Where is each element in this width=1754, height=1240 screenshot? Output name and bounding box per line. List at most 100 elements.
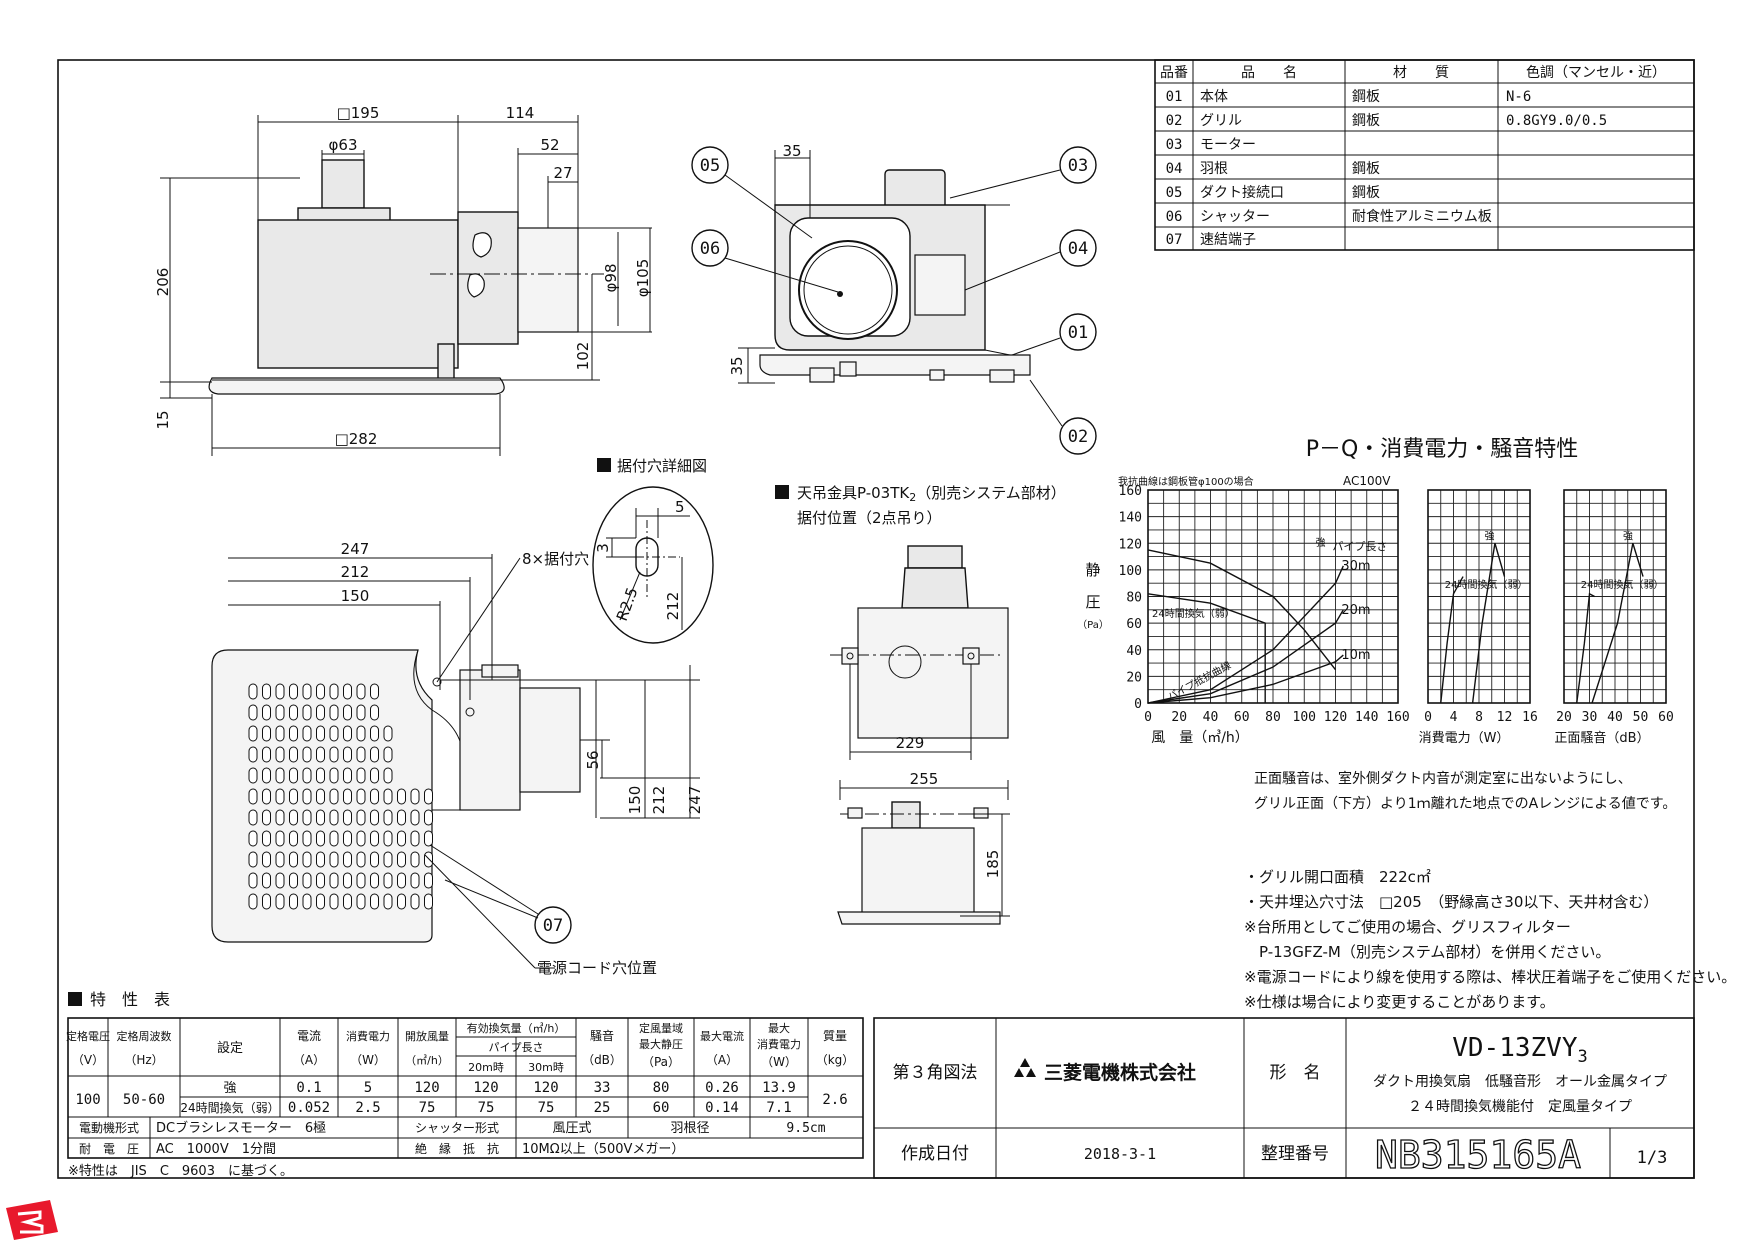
grille-slot xyxy=(248,851,258,868)
grille-slot xyxy=(343,704,352,721)
grille-slot xyxy=(275,788,285,805)
grille-slot xyxy=(383,767,393,784)
grille-slot xyxy=(275,704,285,721)
grille-slot xyxy=(329,872,339,889)
grille-slot xyxy=(262,746,271,763)
company-name: 三菱電機株式会社 xyxy=(1044,1061,1196,1084)
dim-height: 206 xyxy=(154,268,172,297)
parts-row-no: 01 xyxy=(1166,89,1183,105)
noise-note-line: 正面騒音は、室外側ダクト内音が測定室に出ないようにし、 xyxy=(1254,770,1632,787)
hdr-power-unit: （W） xyxy=(350,1053,386,1067)
hdr-pipe-len: パイプ長さ xyxy=(489,1041,544,1054)
grille-slot xyxy=(424,851,433,868)
grille-slot xyxy=(316,830,325,847)
grille-slot xyxy=(383,788,393,805)
cell-p30: 120 xyxy=(533,1080,558,1096)
hdr-max-current: 最大電流 xyxy=(700,1029,744,1043)
pipe-loss-label: パイプ抵抗曲線 xyxy=(1165,659,1233,703)
hdr-max-power: 最大 xyxy=(768,1021,790,1035)
pipe-length-label: パイプ長さ xyxy=(1332,540,1387,553)
parts-row-material: 鋼板 xyxy=(1352,89,1380,105)
dim-52: 52 xyxy=(540,136,559,154)
grille-slot xyxy=(329,893,339,910)
series-line xyxy=(1576,592,1595,704)
grille-slot xyxy=(424,893,433,910)
parts-row-name: モーター xyxy=(1200,137,1256,153)
chart-title: P－Q・消費電力・騒音特性 xyxy=(1306,437,1579,462)
hdr-max-power2: 消費電力 xyxy=(757,1037,801,1051)
spec-note-line: ・天井埋込穴寸法 □205 （野縁高さ30以下、天井材含む） xyxy=(1244,893,1658,911)
spec-note-line: ・グリル開口面積 222c㎡ xyxy=(1244,868,1431,886)
parts-header-no: 品番 xyxy=(1160,65,1188,81)
grille-slot xyxy=(248,725,258,742)
grille-slot xyxy=(289,704,298,721)
number-label: 整理番号 xyxy=(1261,1144,1329,1164)
grille-slot xyxy=(289,809,298,826)
grille-slot xyxy=(410,893,420,910)
dim-27: 27 xyxy=(553,164,572,182)
series-line xyxy=(1591,543,1644,704)
pq-characteristics: P－Q・消費電力・騒音特性 我抗曲線は鋼板管φ100の場合 AC100V 静 圧… xyxy=(1077,437,1674,746)
grille-slot xyxy=(248,893,258,910)
series-label: 強 xyxy=(1485,529,1495,542)
grille-slot xyxy=(316,746,325,763)
balloon-04: 04 xyxy=(1068,239,1088,259)
chart-ylabel-1: 静 xyxy=(1085,561,1100,579)
parts-row-material: 鋼板 xyxy=(1352,185,1380,201)
created-date: 2018-3-1 xyxy=(1084,1145,1156,1163)
grille-slot xyxy=(275,872,285,889)
hdr-open-air: 開放風量 xyxy=(405,1029,449,1043)
grille-slot xyxy=(370,830,379,847)
grille-slot xyxy=(410,788,420,805)
resistance-label: 30m xyxy=(1341,559,1370,574)
balloon-02: 02 xyxy=(1068,427,1088,447)
chart-note: 我抗曲線は鋼板管φ100の場合 xyxy=(1118,475,1254,488)
grille-slot xyxy=(289,683,298,700)
cell-current: 0.052 xyxy=(288,1100,330,1116)
grille-slot xyxy=(370,893,379,910)
dim-15: 15 xyxy=(154,410,172,429)
cell-max-power: 7.1 xyxy=(766,1100,791,1116)
cell-max-current: 0.26 xyxy=(705,1080,739,1096)
insulation-value: 10MΩ以上（500Vメガー） xyxy=(522,1142,684,1157)
grille-slot xyxy=(329,830,339,847)
chart-ylabel-2: 圧 xyxy=(1085,593,1100,611)
spec-table-title: 特 性 表 xyxy=(90,990,170,1009)
parts-row-name: 速結端子 xyxy=(1200,232,1256,248)
balloon-06: 06 xyxy=(700,239,720,259)
grille-slot xyxy=(275,893,285,910)
grille-slot xyxy=(370,809,379,826)
x-tick-label: 8 xyxy=(1475,710,1483,725)
cell-max-power: 13.9 xyxy=(762,1080,796,1096)
grille-slot xyxy=(316,788,325,805)
x-tick-label: 60 xyxy=(1658,710,1674,725)
drawing-number: NB315165A xyxy=(1375,1133,1581,1177)
grille-slot xyxy=(248,872,258,889)
hdr-p30: 30m時 xyxy=(528,1061,564,1074)
grille-slot xyxy=(410,872,420,889)
grille-slot xyxy=(370,746,379,763)
grille-slot xyxy=(356,746,366,763)
parts-row-name: 本体 xyxy=(1200,89,1228,105)
hdr-noise-unit: （dB） xyxy=(582,1053,622,1067)
notes: 正面騒音は、室外側ダクト内音が測定室に出ないようにし、 グリル正面（下方）より1… xyxy=(1244,770,1736,1011)
x-tick-label: 0 xyxy=(1424,710,1432,725)
plan-dim-v212: 212 xyxy=(650,786,668,815)
series-line xyxy=(1440,576,1464,704)
grille-slot xyxy=(262,788,271,805)
shutter-value: 風圧式 xyxy=(552,1121,591,1136)
hdr-static-unit: （Pa） xyxy=(642,1055,680,1069)
side-view: 35 35 05 06 03 04 01 02 xyxy=(691,142,1097,455)
grille-slot xyxy=(302,872,312,889)
parts-row-color: N-6 xyxy=(1506,89,1531,105)
parts-table: 品番 品 名 材 質 色調（マンセル・近） 01 本体 鋼板 N-6 02 グリ… xyxy=(1154,59,1695,251)
grille-slot xyxy=(343,830,352,847)
grille-slot xyxy=(275,683,285,700)
grille-slot xyxy=(356,788,366,805)
motor-value: DCブラシレスモーター 6極 xyxy=(156,1120,326,1136)
grille-slot xyxy=(302,788,312,805)
cell-noise: 33 xyxy=(594,1080,611,1096)
y-tick-label: 0 xyxy=(1134,697,1142,712)
balloon-07: 07 xyxy=(543,916,563,936)
